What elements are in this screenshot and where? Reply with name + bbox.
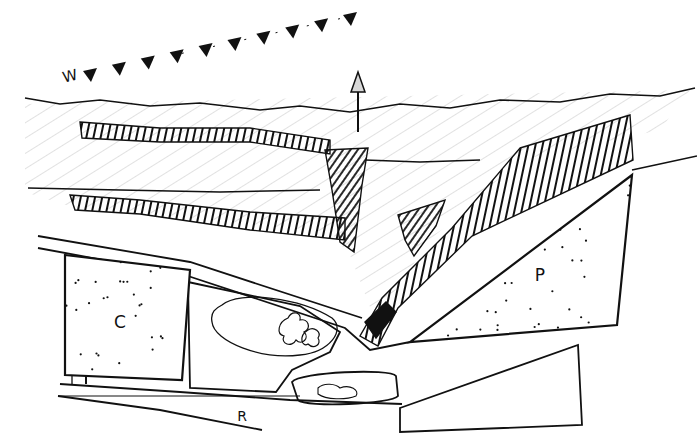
stipple-dot [74,282,76,284]
stipple-dot [497,324,499,326]
stipple-dot [544,248,546,250]
plot-outline [65,255,190,380]
stipple-dot [551,290,553,292]
fault-tooth [83,68,97,82]
stipple-dot [77,279,79,281]
stipple-dot [133,294,135,296]
stipple-dot [65,305,67,307]
stipple-dot [538,323,540,325]
stipple-dot [627,194,629,196]
stipple-dot [629,185,631,187]
stipple-dot [95,352,97,354]
map-letter: R [235,409,249,424]
stipple-dot [529,308,531,310]
plot-outline [405,170,640,350]
map-letter: W [59,66,81,87]
stipple-dot [122,281,124,283]
stipple-dot [456,328,458,330]
stipple-dot [580,316,582,318]
fault-tooth [285,24,299,38]
stipple-dot [496,329,498,331]
stipple-dot [138,304,140,306]
plot-boundary: P [405,170,640,350]
stipple-dot [80,353,82,355]
stipple-dot [511,282,513,284]
stipple-dot [91,368,93,370]
fault-tooth [343,12,357,26]
stipple-dot [161,337,163,339]
fault-tooth [170,49,184,63]
stipple-dot [579,228,581,230]
stipple-dot [505,300,507,302]
fault-tooth [112,62,126,76]
stipple-dot [95,281,97,283]
stipple-dot [534,326,536,328]
label-anchor: R [235,408,249,424]
stipple-dot [106,296,108,298]
stipple-dot [97,354,99,356]
stipple-dot [159,267,161,269]
stipple-dot [150,287,152,289]
stipple-dot [557,326,559,328]
stipple-dot [103,297,105,299]
stipple-dot [150,270,152,272]
label-anchor: P [533,265,547,285]
stipple-dot [120,261,122,263]
stipple-dot [151,336,153,338]
stipple-dot [119,280,121,282]
stipple-dot [504,282,506,284]
stipple-dot [447,334,449,336]
fault-tooth [227,37,241,51]
thrust-fault [83,12,357,82]
stipple-dot [580,259,582,261]
north-arrow [351,72,365,132]
stipple-dot [568,308,570,310]
fault-tooth [314,18,328,32]
fault-tooth [199,43,213,57]
plot-letter: C [112,313,128,332]
stipple-dot [88,302,90,304]
stipple-dot [583,276,585,278]
stipple-dot [588,321,590,323]
stipple-dot [559,229,561,231]
stipple-dot [571,259,573,261]
stipple-dot [479,329,481,331]
label-anchor: W [59,65,82,87]
stipple-dot [561,246,563,248]
plot-letter: P [533,266,547,285]
stipple-dot [75,309,77,311]
stipple-dot [140,303,142,305]
stipple-dot [495,311,497,313]
stipple-dot [118,362,120,364]
fault-tooth [141,56,155,70]
stipple-dot [135,315,137,317]
stipple-dot [585,240,587,242]
plot-outline [410,175,632,342]
label-anchor: C [112,312,128,332]
stipple-dot [151,348,153,350]
stipple-dot [160,335,162,337]
stipple-dot [126,281,128,283]
plot-boundary: C [60,250,195,385]
stipple-dot [486,310,488,312]
fault-tooth [256,31,270,45]
